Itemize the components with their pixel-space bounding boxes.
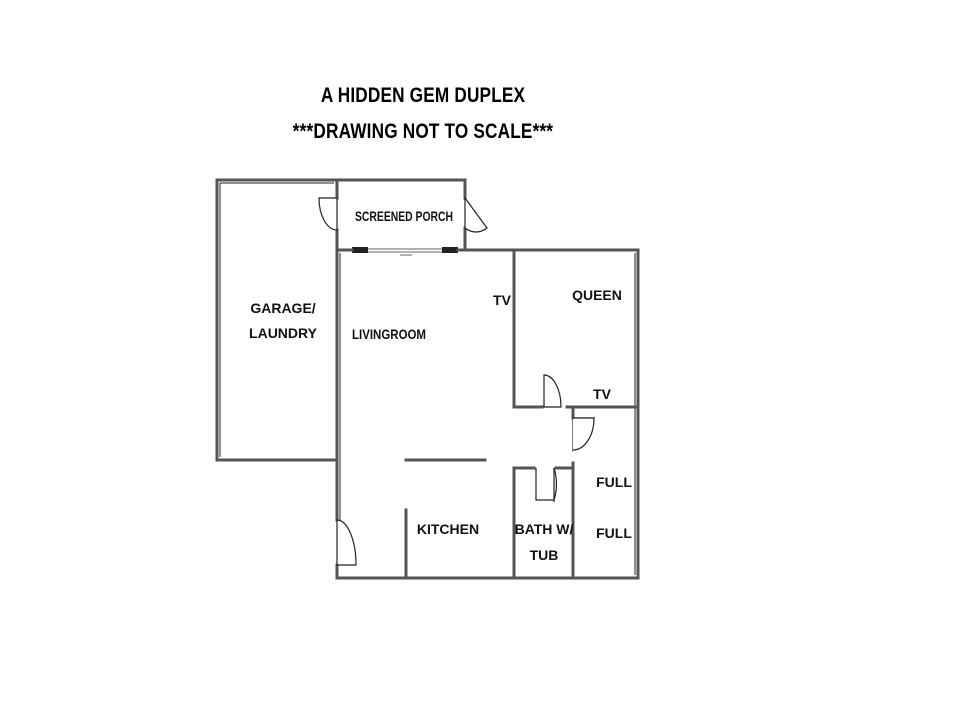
main-walls [335,248,640,580]
full-label-1: FULL [596,474,632,490]
screened-porch-label: SCREENED PORCH [355,208,453,224]
kitchen-label: KITCHEN [417,521,479,537]
queen-label: QUEEN [572,287,622,303]
door-full [572,417,596,453]
door-queen [543,374,562,408]
livingroom-label: LIVINGROOM [352,326,426,342]
interior-walls [404,250,640,580]
plan-subtitle: ***DRAWING NOT TO SCALE*** [292,120,554,143]
garage-label-line2: LAUNDRY [249,325,318,341]
garage-label-line1: GARAGE/ [250,300,315,316]
bath-label-line2: TUB [530,547,559,563]
door-front [336,519,357,566]
door-garage-porch [318,197,338,231]
screened-porch-room [335,178,467,252]
tv-living-label: TV [493,292,512,308]
full-label-2: FULL [596,525,632,541]
tv-queen-label: TV [593,386,612,402]
bath-label-line1: BATH W/ [515,521,574,537]
door-bath [535,467,558,502]
plan-title: A HIDDEN GEM DUPLEX [320,84,526,107]
garage-room [215,178,339,462]
door-porch-exterior [464,196,488,233]
sliding-door [352,247,458,256]
